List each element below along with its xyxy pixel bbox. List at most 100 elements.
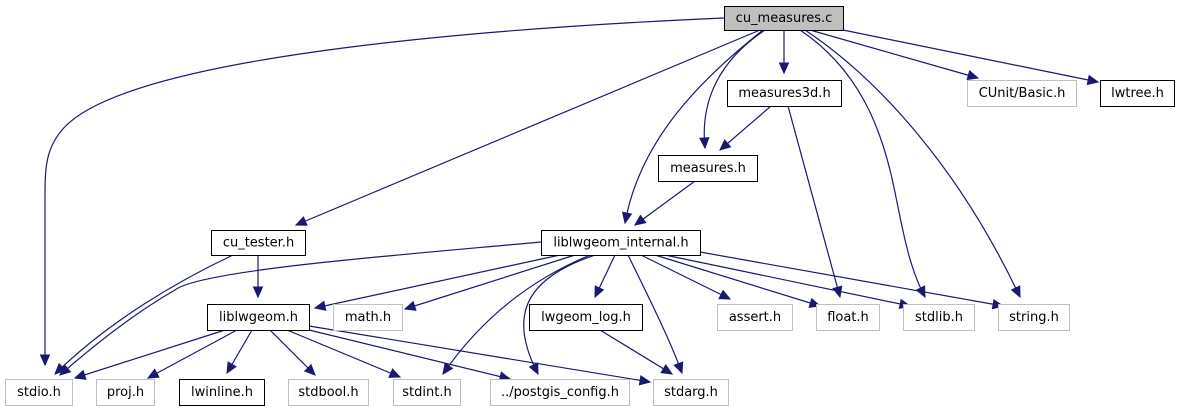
edge-line [787, 105, 841, 298]
edge-liblwgeom-internal-h-to-math-h [403, 254, 576, 311]
node-stdio-h: stdio.h [5, 379, 73, 406]
arrowhead-icon [1086, 74, 1100, 86]
node-box [1100, 80, 1175, 107]
node-label: stdarg.h [664, 385, 718, 400]
node-string-h: string.h [998, 304, 1070, 331]
edge-liblwgeom-internal-h-to-stdarg-h [627, 254, 684, 375]
edge-line [664, 254, 911, 307]
edge-liblwgeom-h-to-stdint-h [286, 329, 402, 378]
node-liblwgeom-internal-h[interactable]: liblwgeom_internal.h [541, 230, 701, 256]
edge-line [442, 254, 591, 375]
node-lwtree-h[interactable]: lwtree.h [1100, 80, 1175, 107]
arrowhead-icon [313, 300, 327, 311]
edge-cu-measures-c-to-measures-h [699, 29, 766, 150]
arrowhead-icon [54, 362, 67, 375]
node-box [393, 379, 461, 406]
node-label: stdbool.h [298, 385, 358, 400]
edge-liblwgeom-h-to-lwinline-h [226, 329, 253, 375]
edge-cu-measures-c-to-cu-tester-h [294, 29, 761, 226]
edge-liblwgeom-internal-h-to-stdlib-h [664, 254, 912, 310]
edge-liblwgeom-h-to-stdarg-h [308, 325, 652, 386]
edge-line [634, 180, 696, 226]
node-box [96, 379, 155, 406]
node-box [658, 155, 758, 182]
arrowhead-icon [699, 137, 710, 150]
node-label: ../postgis_config.h [501, 385, 619, 400]
node-box [967, 80, 1077, 107]
node-label: math.h [345, 310, 391, 325]
arrowhead-icon [226, 361, 237, 375]
edge-liblwgeom-internal-h-to-lwgeom-log-h [594, 254, 616, 299]
node-measures-h[interactable]: measures.h [658, 155, 758, 182]
node-box [288, 379, 369, 406]
edge-liblwgeom-h-to-postgis-config-h [308, 329, 512, 382]
node-box [653, 379, 729, 406]
edge-line [308, 329, 511, 380]
edge-line [804, 29, 1021, 298]
node-box [816, 304, 880, 331]
edge-line [269, 329, 316, 376]
edge-liblwgeom-internal-h-to-assert-h [640, 254, 732, 300]
node-label: lwgeom_log.h [541, 310, 631, 325]
node-box [179, 379, 265, 406]
edge-cu-measures-c-to-lwtree-h [842, 29, 1100, 86]
edge-line [627, 254, 683, 374]
edges-layer [39, 17, 1100, 386]
node-box [211, 230, 306, 256]
edge-line [654, 254, 821, 307]
edge-line [404, 254, 576, 310]
arrowhead-icon [660, 364, 674, 375]
node-float-h: float.h [816, 304, 880, 331]
edge-liblwgeom-internal-h-to-stdint-h [442, 254, 591, 375]
node-label: cu_measures.c [736, 11, 833, 26]
edge-line [44, 17, 725, 365]
node-box [541, 230, 701, 256]
edge-line [640, 254, 731, 300]
edge-liblwgeom-internal-h-to-liblwgeom-h [313, 254, 561, 311]
edge-line [703, 29, 766, 149]
edge-line [599, 329, 673, 375]
node-math-h: math.h [333, 304, 403, 331]
node-label: measures.h [670, 161, 746, 176]
node-box [490, 379, 630, 406]
node-label: string.h [1009, 310, 1059, 325]
node-measures3d-h[interactable]: measures3d.h [727, 80, 842, 107]
node-lwgeom-log-h[interactable]: lwgeom_log.h [529, 304, 643, 331]
edge-measures3d-h-to-measures-h [719, 105, 772, 151]
edge-liblwgeom-h-to-stdio-h [73, 329, 226, 380]
node-label: cu_tester.h [223, 236, 294, 251]
node-box [903, 304, 975, 331]
node-label: proj.h [107, 385, 144, 400]
nodes-layer: cu_measures.c measures3d.h CUnit/Basic.h lw… [5, 6, 1175, 406]
arrowhead-icon [1010, 285, 1021, 299]
node-stdarg-h: stdarg.h [653, 379, 729, 406]
edge-liblwgeom-internal-h-to-string-h [699, 251, 1005, 310]
edge-line [624, 29, 764, 224]
edge-cu-tester-h-to-liblwgeom-h [252, 255, 264, 299]
arrowhead-icon [39, 354, 51, 367]
arrowhead-icon [146, 368, 160, 379]
node-liblwgeom-h[interactable]: liblwgeom.h [207, 304, 310, 331]
arrowhead-icon [621, 211, 633, 225]
arrowhead-icon [718, 289, 732, 300]
node-cu-tester-h[interactable]: cu_tester.h [211, 230, 306, 256]
node-label: float.h [827, 310, 869, 325]
node-proj-h: proj.h [96, 379, 155, 406]
edge-liblwgeom-internal-h-to-postgis-config-h [523, 254, 596, 376]
node-label: liblwgeom.h [219, 310, 298, 325]
edge-cu-measures-c-to-string-h [804, 29, 1021, 299]
arrowhead-icon [303, 363, 316, 376]
node-label: lwinline.h [191, 385, 253, 400]
node-cunit-basic-h: CUnit/Basic.h [967, 80, 1077, 107]
node-stdlib-h: stdlib.h [903, 304, 975, 331]
arrowhead-icon [442, 362, 454, 375]
edge-line [54, 254, 234, 375]
node-box [529, 304, 643, 331]
edge-line [286, 329, 401, 378]
node-lwinline-h[interactable]: lwinline.h [179, 379, 265, 406]
edge-cu-measures-c-to-stdlib-h [799, 29, 926, 299]
node-cu-measures-c[interactable]: cu_measures.c [724, 6, 844, 31]
node-stdbool-h: stdbool.h [288, 379, 369, 406]
arrowhead-icon [59, 364, 72, 376]
edge-line [74, 329, 226, 379]
